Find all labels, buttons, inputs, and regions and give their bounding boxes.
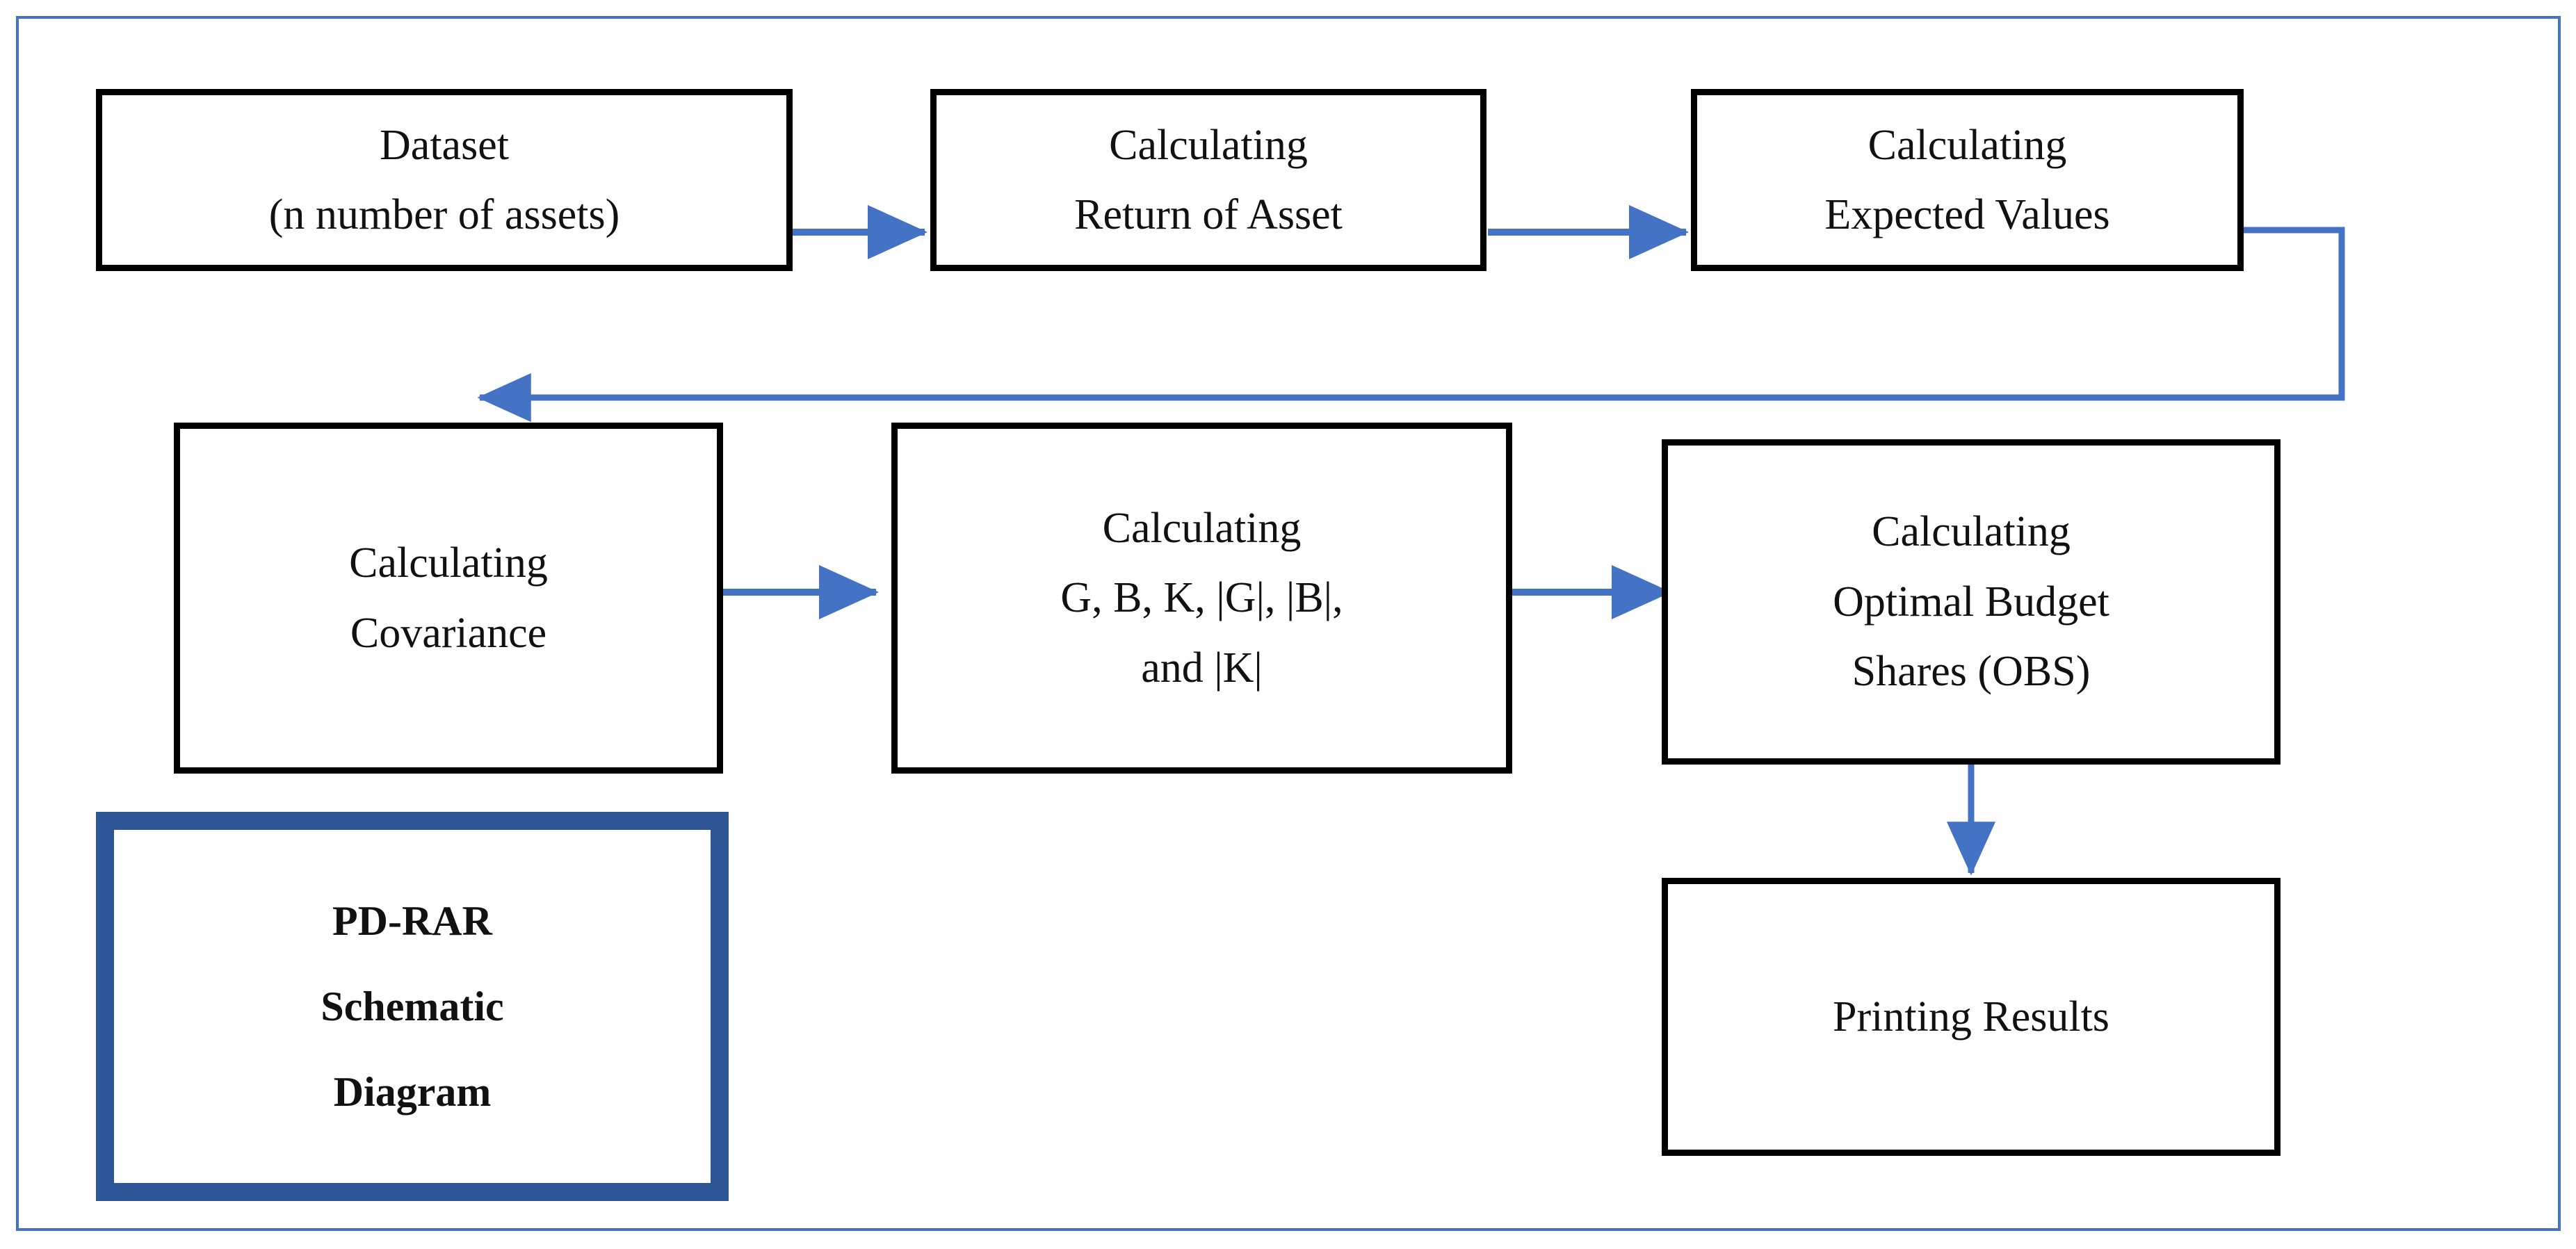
node-calculating-covariance[interactable]: Calculating Covariance <box>174 423 723 774</box>
node-calculating-return-of-asset[interactable]: Calculating Return of Asset <box>930 89 1487 271</box>
node-obs-line-2: Optimal Budget <box>1833 578 2109 626</box>
node-calculating-obs[interactable]: Calculating Optimal Budget Shares (OBS) <box>1662 439 2281 765</box>
node-calculating-gbk[interactable]: Calculating G, B, K, |G|, |B|, and |K| <box>891 423 1512 774</box>
node-return-line-1: Calculating <box>1109 121 1308 169</box>
node-obs-line-1: Calculating <box>1872 508 2071 556</box>
node-gbk-line-3: and |K| <box>1141 644 1263 692</box>
legend-line-1: PD-RAR <box>332 897 492 944</box>
node-gbk-line-1: Calculating <box>1102 504 1302 552</box>
node-covariance-line-2: Covariance <box>350 609 547 657</box>
node-calculating-expected-values[interactable]: Calculating Expected Values <box>1691 89 2244 271</box>
node-dataset[interactable]: Dataset (n number of assets) <box>96 89 793 271</box>
node-expected-line-1: Calculating <box>1868 121 2067 169</box>
node-gbk-line-2: G, B, K, |G|, |B|, <box>1060 574 1343 622</box>
node-obs-line-3: Shares (OBS) <box>1852 648 2091 696</box>
node-dataset-line-2: (n number of assets) <box>268 191 620 238</box>
node-printing-results[interactable]: Printing Results <box>1662 878 2281 1156</box>
node-printing-line-1: Printing Results <box>1833 993 2109 1040</box>
legend-pd-rar-schematic-diagram[interactable]: PD-RAR Schematic Diagram <box>96 812 729 1201</box>
legend-line-2: Schematic <box>321 983 504 1029</box>
node-dataset-line-1: Dataset <box>380 121 509 169</box>
node-expected-line-2: Expected Values <box>1824 191 2110 238</box>
node-return-line-2: Return of Asset <box>1074 191 1343 238</box>
legend-line-3: Diagram <box>333 1068 492 1115</box>
node-covariance-line-1: Calculating <box>349 539 548 587</box>
